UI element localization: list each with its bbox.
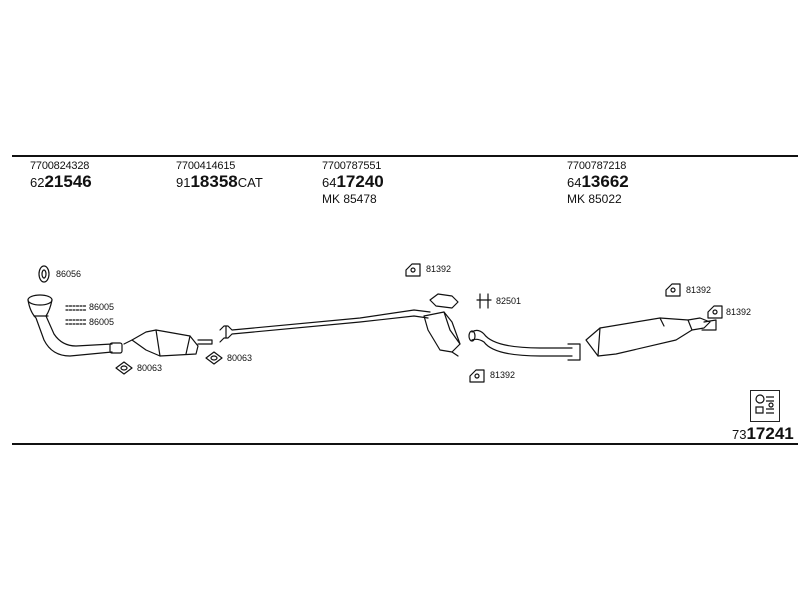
part-number[interactable]: 6417240 — [322, 172, 384, 192]
part-number[interactable]: 9118358CAT — [176, 172, 263, 192]
top-rule — [12, 155, 798, 157]
label-clamp-a[interactable]: 86005 — [89, 302, 115, 312]
part-main: 18358 — [190, 172, 238, 191]
oe-number: 7700824328 — [30, 160, 90, 172]
ring-part — [38, 265, 50, 283]
middle-pipe — [219, 309, 431, 343]
oe-number: 7700414615 — [176, 160, 236, 172]
kit-number[interactable]: 7317241 — [732, 424, 794, 444]
hanger-right-top — [665, 283, 681, 297]
clamp-a — [65, 305, 87, 311]
label-hanger-right-top[interactable]: 81392 — [686, 285, 712, 295]
bolt — [476, 293, 492, 309]
part-prefix: 62 — [30, 175, 45, 190]
hanger-bottom-mid — [469, 369, 485, 383]
kit-main: 17241 — [746, 424, 794, 443]
gasket-left — [115, 361, 133, 375]
group-2: 7700414615 9118358CAT — [176, 160, 263, 192]
mounting-kit[interactable]: MK 85478 — [322, 192, 377, 206]
part-main: 21546 — [44, 172, 92, 191]
label-clamp-b[interactable]: 86005 — [89, 317, 115, 327]
label-hanger-top-mid[interactable]: 81392 — [426, 264, 452, 274]
kit-box-icon — [750, 390, 780, 422]
label-bolt[interactable]: 82501 — [496, 296, 522, 306]
hanger-top-mid — [405, 263, 421, 277]
kit-prefix: 73 — [732, 427, 747, 442]
part-main: 13662 — [581, 172, 629, 191]
part-main: 17240 — [336, 172, 384, 191]
bottom-rule — [12, 443, 798, 445]
oe-number: 7700787218 — [567, 160, 627, 172]
hanger-right-end — [707, 305, 723, 319]
clamp-b — [65, 319, 87, 325]
group-4: 7700787218 6413662 MK 85022 — [567, 160, 629, 206]
oe-number: 7700787551 — [322, 160, 382, 172]
rear-silencer — [585, 317, 717, 357]
mounting-kit[interactable]: MK 85022 — [567, 192, 622, 206]
group-3: 7700787551 6417240 MK 85478 — [322, 160, 384, 206]
group-1: 7700824328 6221546 — [30, 160, 92, 192]
part-prefix: 64 — [567, 175, 582, 190]
label-gasket-mid[interactable]: 80063 — [227, 353, 253, 363]
part-suffix: CAT — [237, 175, 263, 190]
part-prefix: 64 — [322, 175, 337, 190]
part-number[interactable]: 6413662 — [567, 172, 629, 192]
catalytic-converter — [123, 329, 213, 357]
front-pipe — [27, 294, 123, 357]
label-hanger-bottom-mid[interactable]: 81392 — [490, 370, 516, 380]
part-prefix: 91 — [176, 175, 191, 190]
label-gasket-left[interactable]: 80063 — [137, 363, 163, 373]
part-number[interactable]: 6221546 — [30, 172, 92, 192]
label-ring[interactable]: 86056 — [56, 269, 82, 279]
label-hanger-right-end[interactable]: 81392 — [726, 307, 752, 317]
middle-silencer — [423, 293, 461, 357]
rear-pipe — [468, 329, 581, 361]
gasket-mid — [205, 351, 223, 365]
